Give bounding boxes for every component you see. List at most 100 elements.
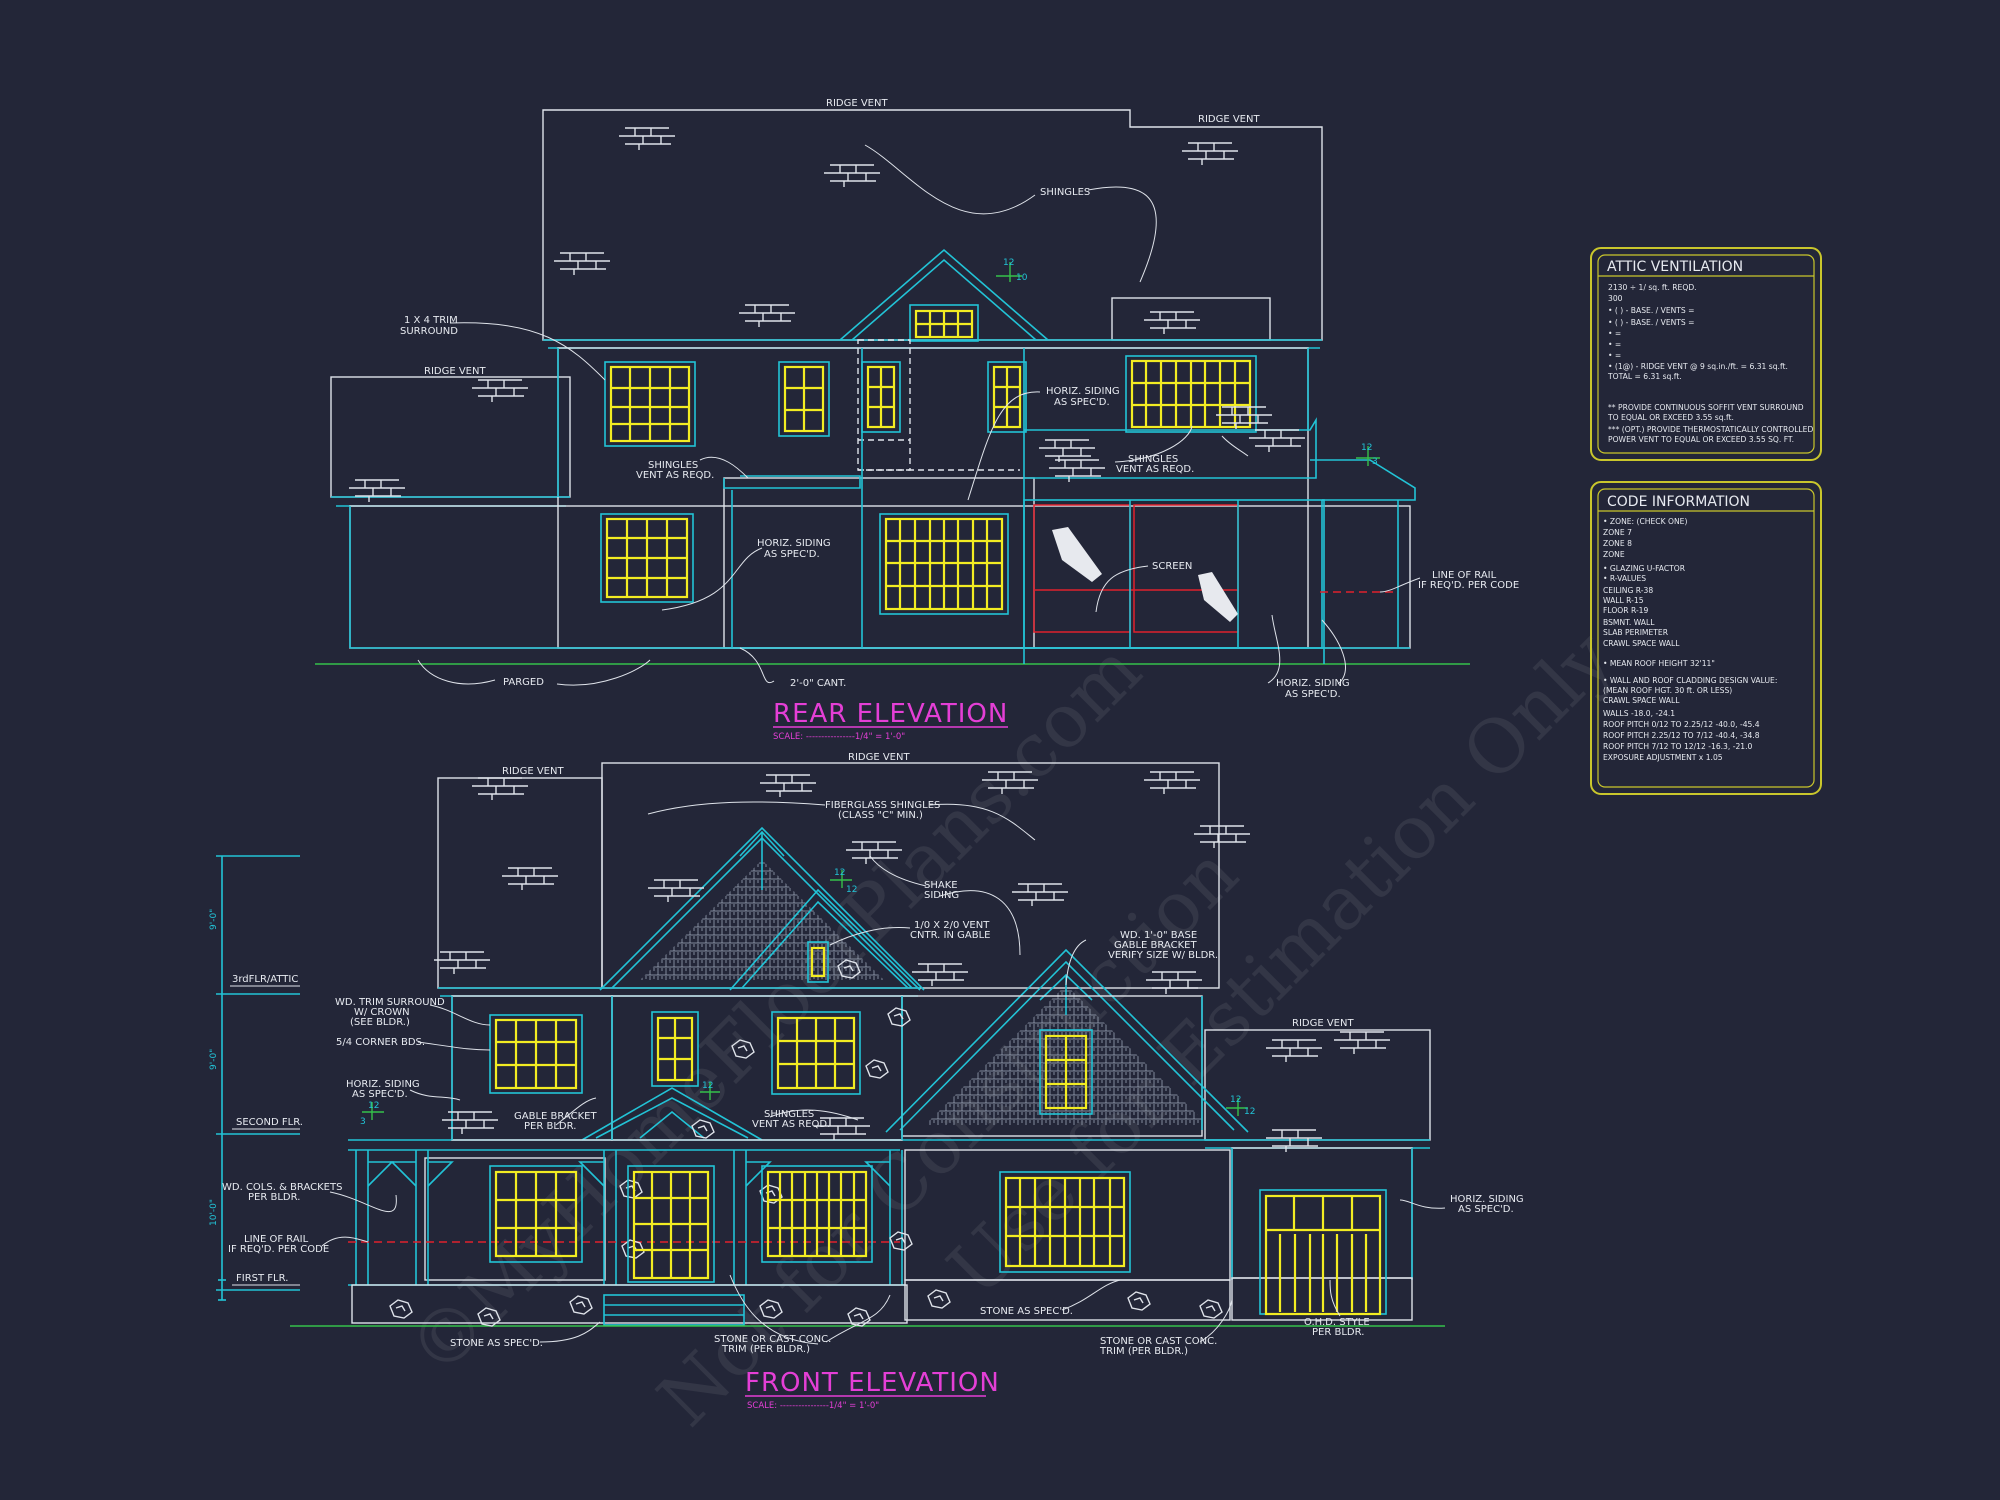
- rear-pitch-run-b: 3: [1372, 457, 1378, 467]
- rear-siding-label-c1: HORIZ. SIDING: [1276, 678, 1350, 689]
- front-windows: [489, 1011, 1387, 1316]
- front-left-gable: [599, 826, 925, 991]
- front-shingles-vent-a: SHINGLES: [764, 1109, 814, 1120]
- code-line-21: ROOF PITCH 2.25/12 TO 7/12 -40.4, -34.8: [1603, 731, 1760, 740]
- front-pitch-5: 12: [1244, 1107, 1255, 1117]
- attic-ventilation-panel: ATTIC VENTILATION 2130 ÷ 1/ sq. ft. REQD…: [1590, 247, 1822, 461]
- front-siding-label-b2: AS SPEC'D.: [1458, 1204, 1514, 1215]
- code-line-7: CEILING R-38: [1603, 586, 1653, 595]
- front-trim-label-b: W/ CROWN: [354, 1007, 410, 1018]
- code-line-2: ZONE 7: [1603, 528, 1632, 537]
- code-line-12: CRAWL SPACE WALL: [1603, 639, 1680, 648]
- attic-line-2: 300: [1608, 294, 1623, 303]
- front-pitch-6: 12: [368, 1101, 379, 1111]
- front-pitch-1: 12: [834, 868, 845, 878]
- watermark: ©MyHomeFloorPlans.com Not for Constructi…: [392, 615, 1630, 1443]
- front-right-gable: [885, 948, 1249, 1133]
- dim-attic: 9'-0": [209, 909, 219, 930]
- front-fiberglass-label-a: FIBERGLASS SHINGLES: [825, 800, 940, 811]
- front-shingles-vent-b: VENT AS REQD.: [752, 1119, 830, 1130]
- rear-shingles-vent-right-a: SHINGLES: [1128, 454, 1178, 465]
- code-information-title: CODE INFORMATION: [1607, 494, 1750, 510]
- rear-siding-label-a2: AS SPEC'D.: [764, 549, 820, 560]
- front-ohd-label-a: O.H.D. STYLE: [1304, 1317, 1370, 1328]
- attic-line-1: 2130 ÷ 1/ sq. ft. REQD.: [1608, 283, 1697, 292]
- front-ridge-vent-left-label: RIDGE VENT: [502, 766, 564, 777]
- front-pitch-2: 12: [846, 885, 857, 895]
- rear-shingles-vent-right-b: VENT AS REQD.: [1116, 464, 1194, 475]
- front-trim-center-b: TRIM (PER BLDR.): [721, 1344, 810, 1355]
- attic-line-3: • ( ) - BASE. / VENTS =: [1608, 306, 1695, 315]
- attic-line-6: • =: [1608, 340, 1621, 349]
- level-second-label: SECOND FLR.: [236, 1117, 303, 1128]
- front-vent-label-a: 1/0 X 2/0 VENT: [914, 920, 990, 931]
- attic-line-8: • (1@) - RIDGE VENT @ 9 sq.in./ft. = 6.3…: [1608, 362, 1788, 371]
- dim-first: 10'-0": [209, 1199, 219, 1226]
- front-corner-label: 5/4 CORNER BDS.: [336, 1037, 425, 1048]
- front-fiberglass-label-b: (CLASS "C" MIN.): [838, 810, 923, 821]
- front-gable-bracket-b: PER BLDR.: [524, 1121, 576, 1132]
- front-shake-label-b: SIDING: [924, 890, 959, 901]
- rear-trim-label-a: 1 X 4 TRIM: [404, 315, 458, 326]
- front-trim-right-b: TRIM (PER BLDR.): [1099, 1346, 1188, 1357]
- front-ohd-label-b: PER BLDR.: [1312, 1327, 1364, 1338]
- front-rail-label-a: LINE OF RAIL: [244, 1234, 309, 1245]
- attic-line-14: POWER VENT TO EQUAL OR EXCEED 3.55 SQ. F…: [1608, 435, 1794, 444]
- level-first-label: FIRST FLR.: [236, 1273, 288, 1284]
- code-line-8: WALL R-15: [1603, 596, 1644, 605]
- dim-second: 9'-0": [209, 1049, 219, 1070]
- rear-shingles-vent-left-a: SHINGLES: [648, 460, 698, 471]
- front-trim-right-a: STONE OR CAST CONC.: [1100, 1336, 1217, 1347]
- front-shake-label-a: SHAKE: [924, 880, 958, 891]
- code-information-panel: CODE INFORMATION • ZONE: (CHECK ONE) ZON…: [1590, 481, 1822, 795]
- code-line-19: WALLS -18.0, -24.1: [1603, 709, 1675, 718]
- front-ridge-vent-center-label: RIDGE VENT: [848, 752, 910, 763]
- code-line-23: EXPOSURE ADJUSTMENT x 1.05: [1603, 753, 1723, 762]
- rear-elevation: 12 10 12 3 RIDGE VENT RIDGE VENT RIDGE V…: [315, 98, 1519, 742]
- rear-windows: [600, 355, 1257, 615]
- front-siding-label-b1: HORIZ. SIDING: [1450, 1194, 1524, 1205]
- rear-pitch-run: 10: [1016, 273, 1028, 283]
- front-elevation-title: FRONT ELEVATION: [745, 1368, 1000, 1398]
- attic-line-5: • =: [1608, 329, 1621, 338]
- front-siding-label-a1: HORIZ. SIDING: [346, 1079, 420, 1090]
- rear-elevation-scale: SCALE: ----------------1/4" = 1'-0": [773, 732, 905, 742]
- code-line-6: • R-VALUES: [1603, 574, 1646, 583]
- rear-siding-label-a1: HORIZ. SIDING: [757, 538, 831, 549]
- front-vent-label-b: CNTR. IN GABLE: [910, 930, 990, 941]
- front-rail-label-b: IF REQ'D. PER CODE: [228, 1244, 329, 1255]
- rear-ridge-vent-right-label: RIDGE VENT: [1198, 114, 1260, 125]
- attic-line-4: • ( ) - BASE. / VENTS =: [1608, 318, 1695, 327]
- front-trim-label-c: (SEE BLDR.): [350, 1017, 410, 1028]
- code-line-14: • MEAN ROOF HEIGHT 32'11": [1603, 659, 1715, 668]
- front-gable-bracket-a: GABLE BRACKET: [514, 1111, 597, 1122]
- front-siding-label-a2: AS SPEC'D.: [352, 1089, 408, 1100]
- rear-left-roof: [330, 376, 571, 498]
- attic-line-7: • =: [1608, 351, 1621, 360]
- rear-rail-label-a: LINE OF RAIL: [1432, 570, 1497, 581]
- code-line-9: FLOOR R-19: [1603, 606, 1649, 615]
- rear-ridge-vent-label: RIDGE VENT: [826, 98, 888, 109]
- rear-center-gable: [839, 248, 1049, 341]
- code-line-11: SLAB PERIMETER: [1603, 628, 1669, 637]
- front-stone-center-label: STONE AS SPEC'D.: [980, 1306, 1073, 1317]
- code-line-3: ZONE 8: [1603, 539, 1632, 548]
- rear-screen-label: SCREEN: [1152, 561, 1192, 572]
- rear-shingles-label: SHINGLES: [1040, 187, 1090, 198]
- level-dimensions: 9'-0" 9'-0" 10'-0" 3 3rdFLR/ATTIC SECOND…: [209, 855, 366, 1301]
- rear-trim-label-b: SURROUND: [400, 326, 458, 337]
- front-bracket-label-c: VERIFY SIZE W/ BLDR.: [1108, 950, 1218, 961]
- code-line-10: BSMNT. WALL: [1603, 618, 1655, 627]
- front-cols-label-b: PER BLDR.: [248, 1192, 300, 1203]
- rear-rail-label-b: IF REQ'D. PER CODE: [1418, 580, 1519, 591]
- dim-small: 3: [360, 1117, 366, 1127]
- code-line-4: ZONE: [1603, 550, 1625, 559]
- rear-cant-label: 2'-0" CANT.: [790, 678, 846, 689]
- front-trim-center-a: STONE OR CAST CONC.: [714, 1334, 831, 1345]
- front-stone-left-label: STONE AS SPEC'D.: [450, 1338, 543, 1349]
- front-bracket-label-a: WD. 1'-0" BASE: [1120, 930, 1197, 941]
- front-bracket-label-b: GABLE BRACKET: [1114, 940, 1197, 951]
- code-line-18: CRAWL SPACE WALL: [1603, 696, 1680, 705]
- attic-ventilation-title: ATTIC VENTILATION: [1607, 259, 1743, 275]
